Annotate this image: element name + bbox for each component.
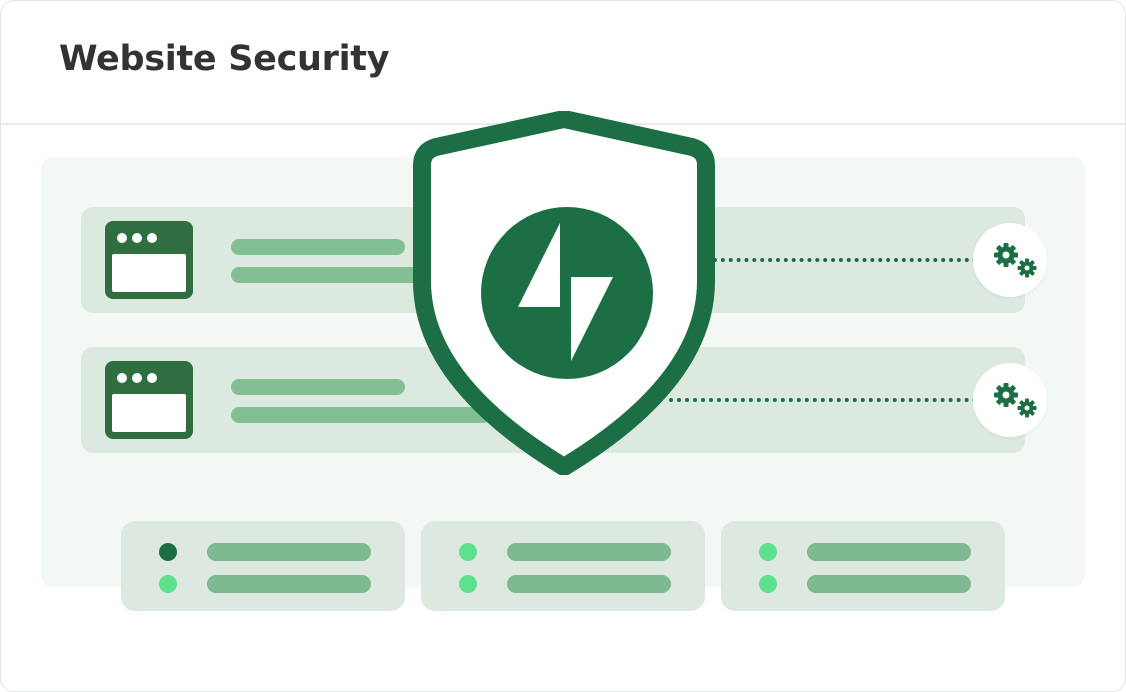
card-header: Website Security	[1, 1, 1125, 125]
page-title: Website Security	[59, 39, 390, 79]
site-status-card	[721, 521, 1005, 611]
status-dot-ok	[759, 575, 777, 593]
browser-window-icon	[105, 361, 193, 439]
gears-icon	[994, 243, 1037, 278]
settings-bubble	[973, 363, 1047, 437]
text-placeholder-line	[231, 407, 491, 423]
site-status-card	[421, 521, 705, 611]
status-bar	[507, 543, 671, 561]
status-dot-ok	[459, 543, 477, 561]
status-dot-active	[159, 543, 177, 561]
connector-line	[669, 398, 977, 402]
status-dot-ok	[759, 543, 777, 561]
site-status-card	[121, 521, 405, 611]
settings-bubble	[973, 223, 1047, 297]
shield-icon	[413, 111, 715, 475]
bolt-icon	[481, 207, 653, 379]
browser-window-icon	[105, 221, 193, 299]
text-placeholder-line	[231, 239, 405, 255]
status-dot-ok	[459, 575, 477, 593]
text-placeholder-line	[231, 379, 405, 395]
status-bar	[807, 543, 971, 561]
status-dot-ok	[159, 575, 177, 593]
status-bar	[207, 543, 371, 561]
status-bar	[507, 575, 671, 593]
gears-icon	[994, 383, 1037, 418]
connector-line	[713, 258, 977, 262]
status-bar	[207, 575, 371, 593]
status-bar	[807, 575, 971, 593]
